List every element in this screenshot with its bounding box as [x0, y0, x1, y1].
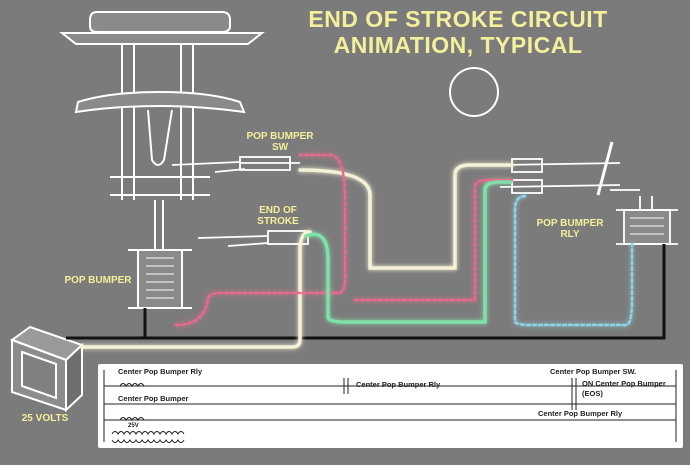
wire-pink [174, 153, 514, 327]
label-25-volts: 25 VOLTS [21, 413, 69, 424]
ladder-schematic: Center Pop Bumper Rly Center Pop Bumper … [98, 364, 683, 448]
wire-white [80, 163, 514, 349]
label-pop-bumper-sw: POP BUMPER SW [246, 131, 314, 153]
power-supply-box [9, 325, 84, 413]
title-line-2: ANIMATION, TYPICAL [333, 32, 583, 58]
pop-bumper-switch [171, 156, 300, 173]
end-of-stroke-switch [197, 230, 309, 247]
pop-bumper-relay [499, 141, 678, 245]
ladder-label-center-sw: Center Pop Bumper SW. [550, 367, 637, 376]
ladder-lines [103, 370, 677, 443]
ladder-label-center-rly-bottom: Center Pop Bumper Rly [538, 409, 623, 418]
ladder-label-center-rly-mid: Center Pop Bumper Rly [356, 380, 441, 389]
wire-blue [513, 194, 634, 327]
ladder-label-center-pop-bumper: Center Pop Bumper [118, 394, 189, 403]
label-pop-bumper: POP BUMPER [64, 275, 132, 286]
label-end-of-stroke: END OF STROKE [257, 205, 299, 227]
ladder-label-eos: (EOS) [582, 389, 603, 398]
wire-black [66, 244, 666, 340]
title-line-1: END OF STROKE CIRCUIT [308, 6, 608, 32]
ladder-label-on-center: ON Center Pop Bumper [582, 379, 666, 388]
pop-bumper-assembly [59, 11, 265, 309]
label-pop-bumper-rly: POP BUMPER RLY [536, 218, 604, 240]
circle-indicator [449, 67, 499, 117]
ladder-label-25v: 25V [128, 423, 139, 429]
ladder-label-center-rly-left: Center Pop Bumper Rly [118, 367, 203, 376]
wire-green [304, 180, 514, 324]
